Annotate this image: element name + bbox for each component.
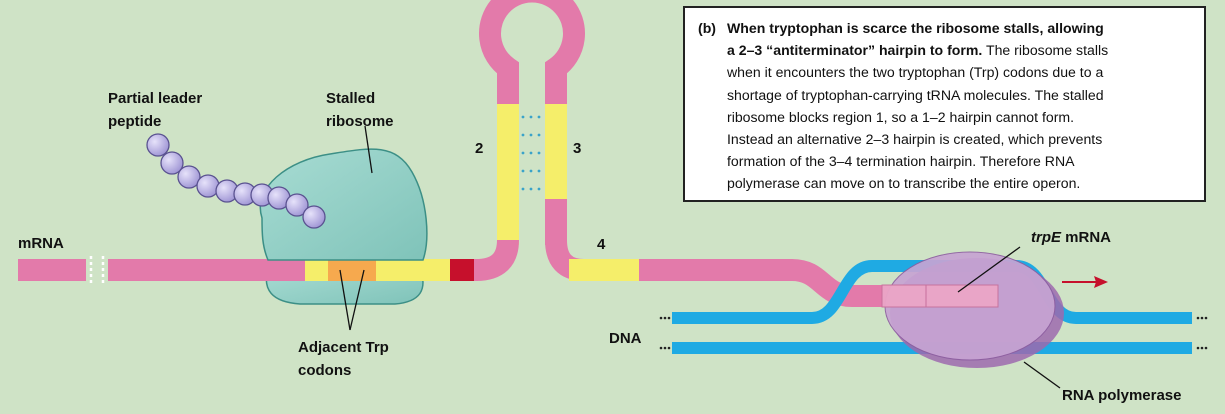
adjacent-trp-codons-label: Adjacent Trp codons — [298, 339, 393, 379]
rna-polymerase-label: RNA polymerase — [1062, 387, 1182, 404]
partial-leader-peptide — [146, 133, 326, 229]
mrna-left-segment — [18, 259, 86, 281]
caption-body-line: polymerase can move on to transcribe the… — [727, 175, 1081, 192]
mrna-label: mRNA — [18, 235, 64, 252]
hairpin-region-3-yellow — [545, 104, 567, 199]
caption-body-first: The ribosome stalls — [982, 42, 1109, 59]
caption-box: (b) When tryptophan is scarce the ribosom… — [683, 6, 1206, 202]
leader-lines — [339, 125, 1061, 389]
hairpin-left-bend — [475, 239, 519, 281]
partial-leader-peptide-label: Partial leader peptide — [108, 90, 206, 130]
caption-line-2: a 2–3 “antiterminator” hairpin to form. … — [698, 39, 1192, 61]
hairpin-loop — [479, 0, 585, 104]
mrna-right-segment — [639, 259, 925, 307]
region-3-label: 3 — [573, 140, 581, 157]
trpE-transcript — [881, 284, 999, 308]
direction-arrow-icon — [1062, 276, 1108, 288]
caption-body-line: shortage of tryptophan-carrying tRNA mol… — [727, 86, 1104, 103]
region-4 — [569, 259, 639, 281]
dna-label: DNA — [609, 330, 642, 347]
region-2-label: 2 — [475, 140, 483, 157]
caption-body-line: ribosome blocks region 1, so a 1–2 hairp… — [727, 108, 1075, 125]
region-4-label: 4 — [597, 236, 606, 253]
hairpin-region-3-pink — [545, 199, 567, 245]
caption-body-line: Instead an alternative 2–3 hairpin is cr… — [727, 131, 1103, 148]
ribosome-large-subunit — [259, 148, 428, 261]
caption-lead-2: a 2–3 “antiterminator” hairpin to form. — [727, 42, 983, 59]
base-pairing-dots — [521, 115, 541, 191]
caption-lead-1: When tryptophan is scarce the ribosome s… — [727, 20, 1104, 36]
hairpin-region-2 — [497, 104, 519, 245]
caption-body-line: formation of the 3–4 termination hairpin… — [727, 153, 1075, 170]
stalled-ribosome-label: Stalled ribosome — [326, 90, 394, 130]
caption-tag: (b) — [698, 20, 716, 36]
stop-codon — [450, 259, 474, 281]
dna-continuation-dots — [659, 316, 1208, 350]
region-1 — [305, 259, 450, 281]
trpE-mrna-label: trpE mRNA — [1031, 229, 1111, 246]
caption-body-line: when it encounters the two tryptophan (T… — [727, 64, 1104, 81]
caption-line-1: (b) When tryptophan is scarce the ribosom… — [698, 17, 1192, 39]
mrna-break-marks — [89, 256, 105, 284]
